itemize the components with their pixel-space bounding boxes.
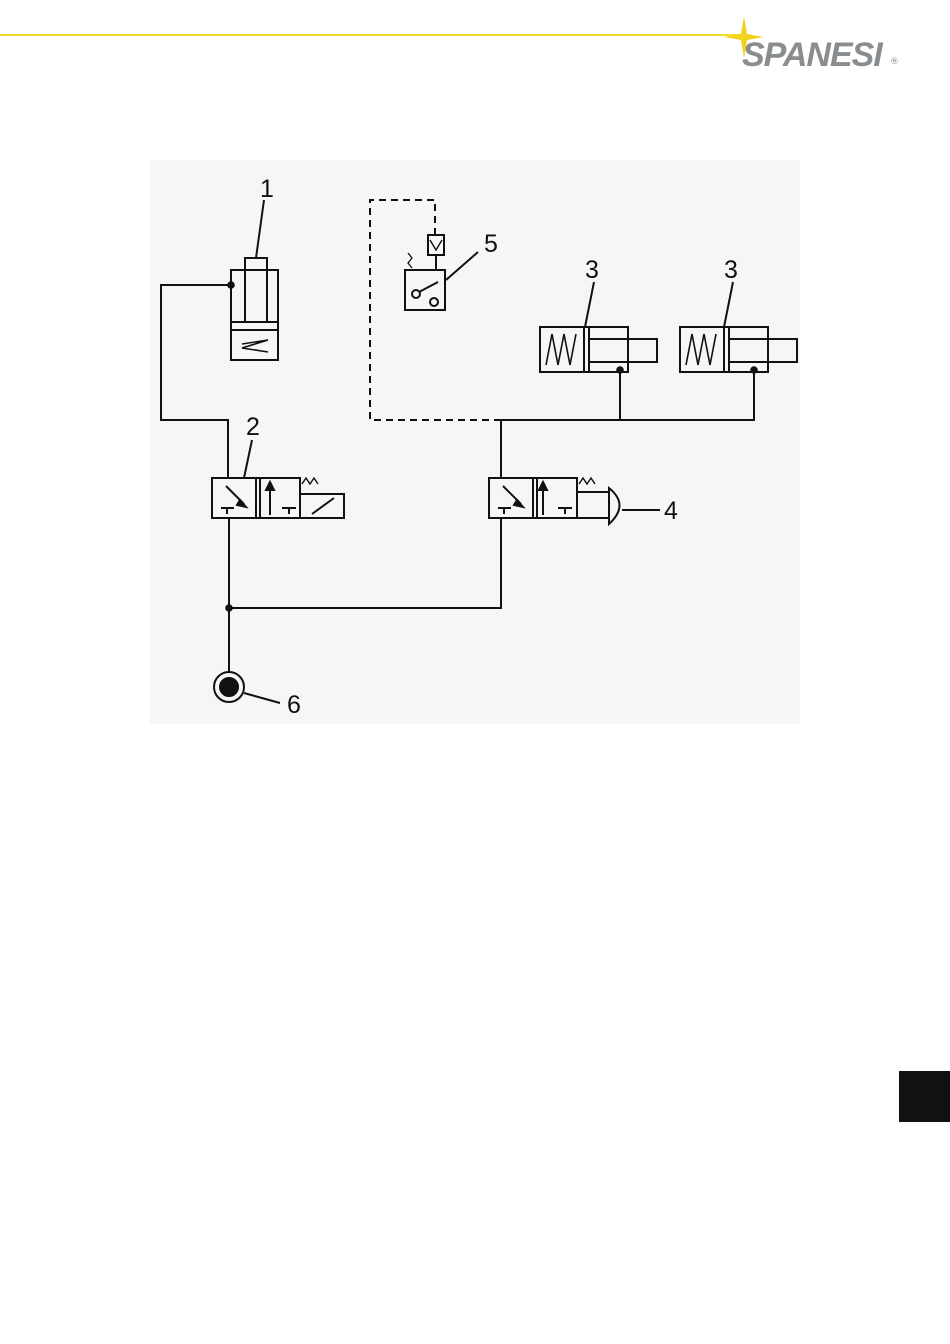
supply-line-4 bbox=[229, 518, 501, 608]
component-2-solenoid-valve bbox=[212, 478, 344, 518]
leader-5 bbox=[446, 252, 478, 280]
leader-3a bbox=[585, 282, 594, 327]
line-1-to-2 bbox=[161, 285, 231, 478]
component-6-air-source bbox=[214, 672, 244, 702]
callout-2: 2 bbox=[246, 413, 260, 441]
callout-4: 4 bbox=[664, 497, 678, 525]
leader-6 bbox=[244, 693, 280, 703]
component-4-pushbutton-valve bbox=[489, 478, 620, 524]
callout-1: 1 bbox=[260, 175, 274, 203]
component-3b-cylinder bbox=[680, 327, 797, 372]
component-1-cylinder bbox=[231, 258, 278, 360]
page-tab bbox=[899, 1071, 950, 1122]
component-5-pressure-switch bbox=[405, 235, 445, 310]
component-3a-cylinder bbox=[540, 327, 657, 372]
leader-1 bbox=[256, 200, 264, 258]
leader-2 bbox=[244, 440, 252, 478]
callout-3a: 3 bbox=[585, 256, 599, 284]
output-line-4 bbox=[501, 370, 754, 478]
leader-3b bbox=[724, 282, 733, 327]
callout-3b: 3 bbox=[724, 256, 738, 284]
callout-6: 6 bbox=[287, 691, 301, 719]
callout-5: 5 bbox=[484, 230, 498, 258]
